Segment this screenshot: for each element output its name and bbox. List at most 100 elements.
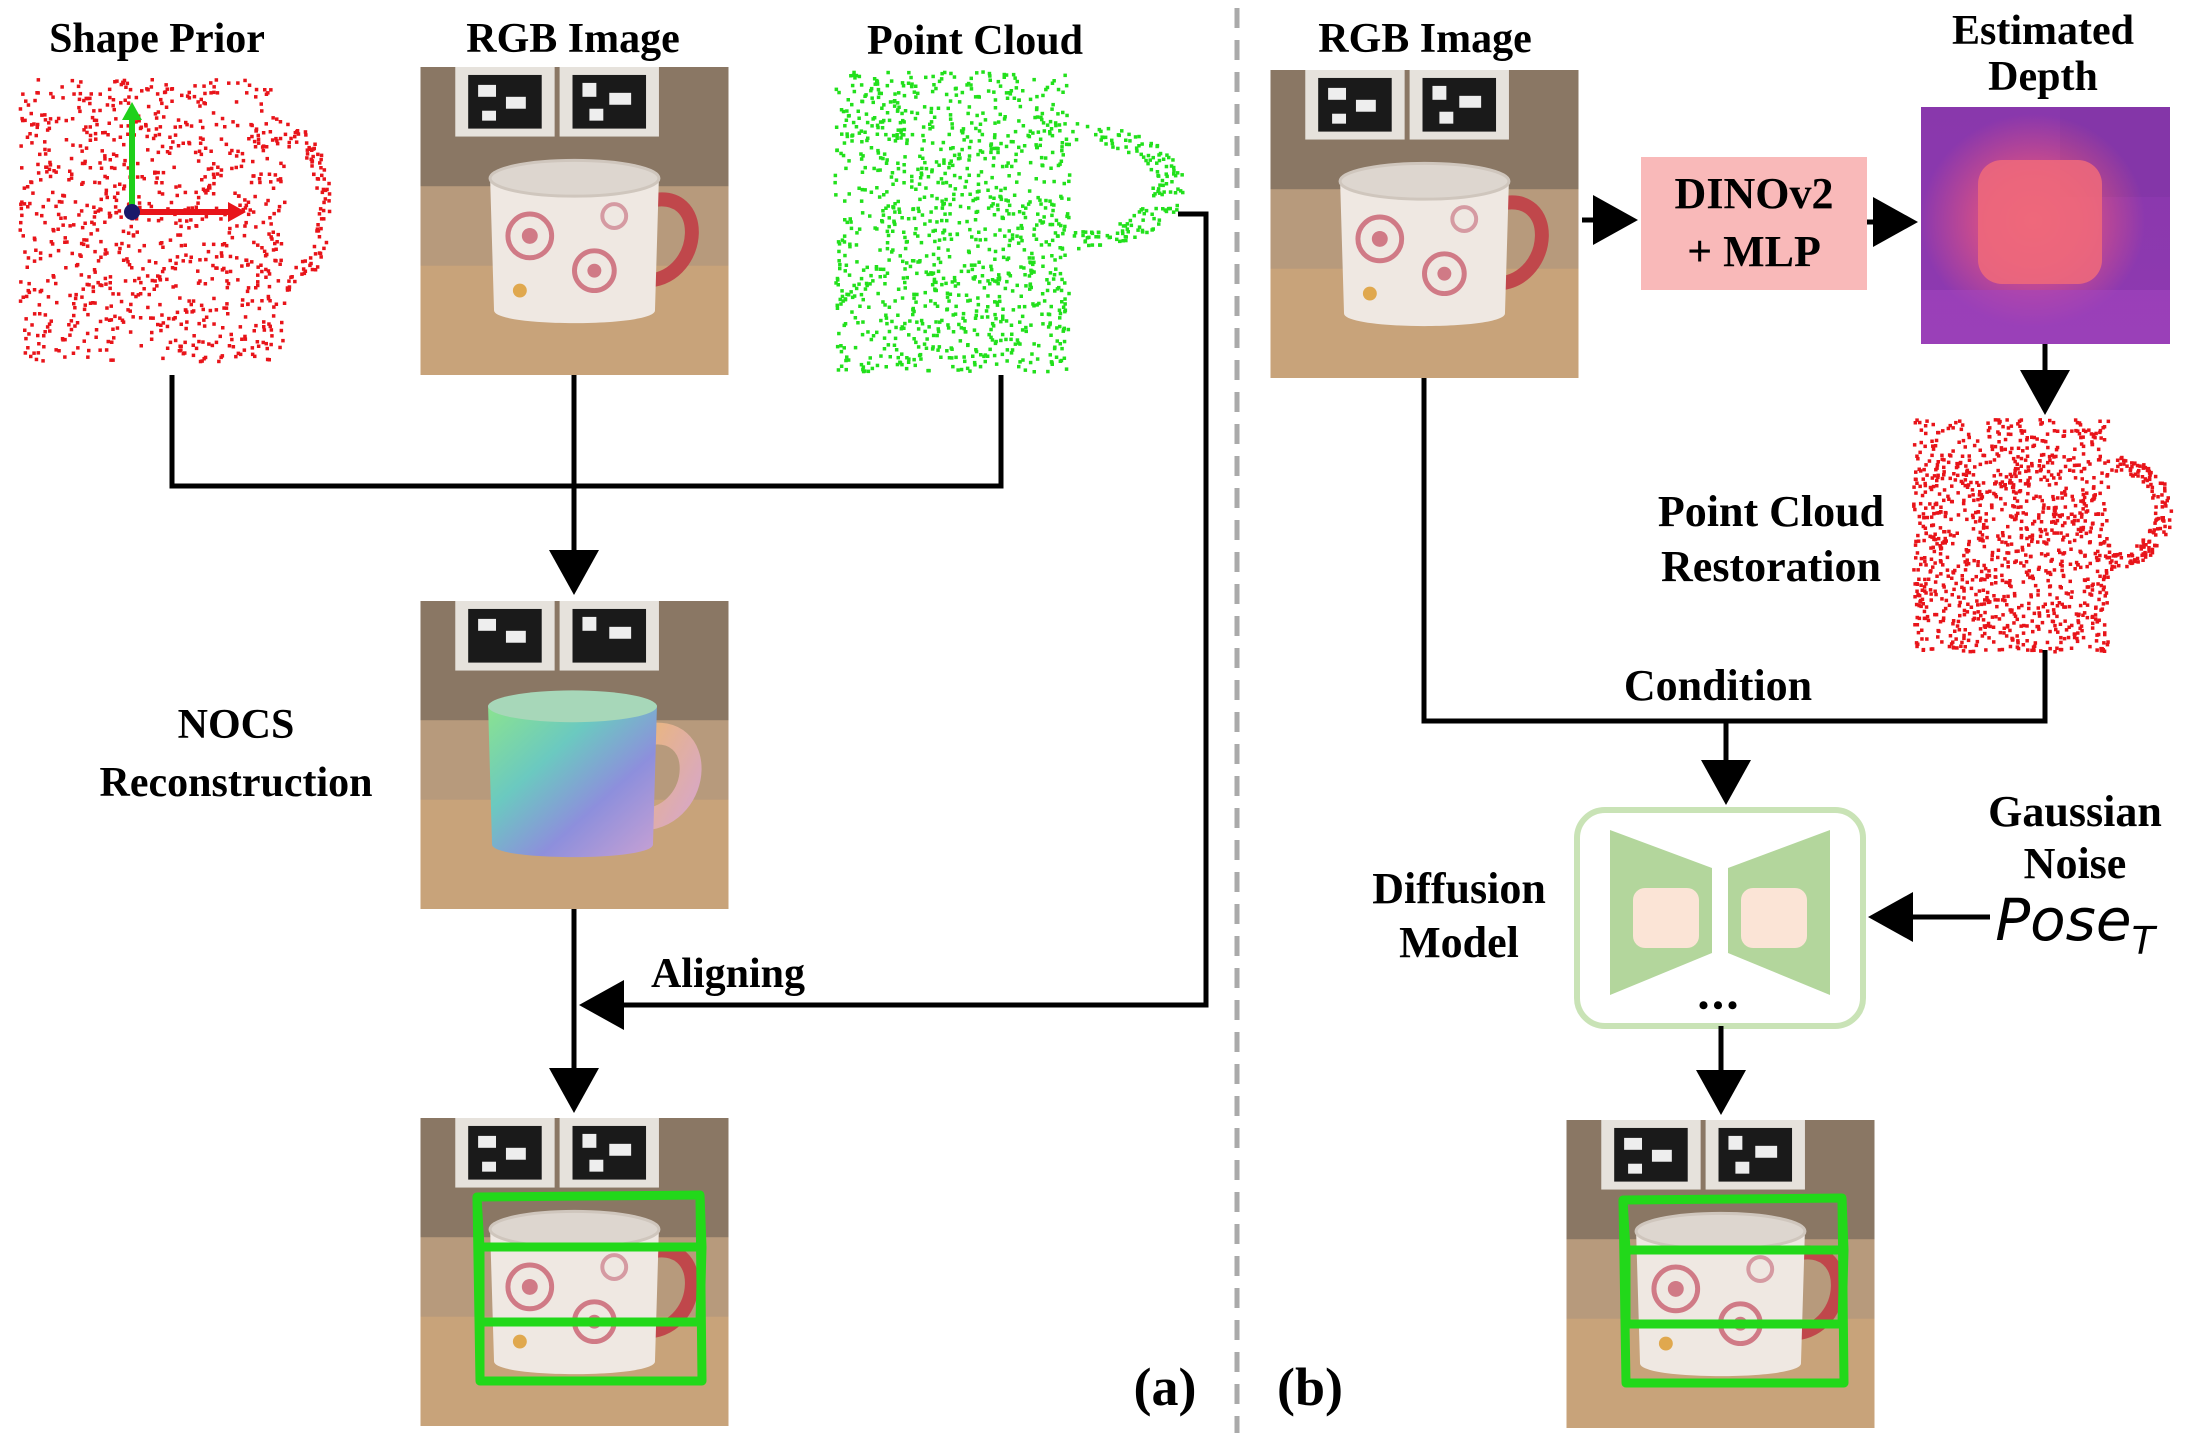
cloud-point [2045, 432, 2050, 436]
cloud-point [2106, 419, 2111, 424]
cloud-point [920, 147, 924, 151]
cloud-point [953, 279, 957, 283]
cloud-point [159, 323, 163, 327]
cloud-point [2019, 464, 2023, 468]
cloud-point [934, 86, 938, 91]
cloud-point [983, 353, 988, 357]
cloud-point [2052, 509, 2057, 513]
cloud-point [267, 322, 271, 326]
cloud-point [991, 324, 996, 328]
cloud-point [1999, 448, 2004, 452]
cloud-point [863, 188, 867, 192]
cloud-point [1965, 610, 1970, 614]
cloud-point [85, 244, 90, 248]
cloud-point [2002, 594, 2006, 599]
cloud-point [2085, 564, 2089, 569]
cloud-point [317, 212, 322, 216]
cloud-point [2030, 463, 2034, 468]
cloud-point [885, 321, 889, 326]
cloud-point [896, 128, 900, 132]
cloud-point [2013, 459, 2017, 464]
cloud-point [136, 293, 141, 297]
cloud-point [2125, 464, 2129, 468]
cloud-point [197, 339, 201, 344]
cloud-point [199, 152, 204, 157]
cloud-point [1017, 172, 1021, 176]
cloud-point [1924, 506, 1928, 510]
cloud-point [2122, 462, 2126, 466]
cloud-point [893, 202, 897, 206]
cloud-point [2069, 547, 2073, 551]
cloud-point [2141, 466, 2146, 470]
cloud-point [2037, 565, 2041, 570]
cloud-point [2075, 532, 2079, 536]
cloud-point [843, 269, 847, 273]
cloud-point [2011, 490, 2016, 494]
bounding-box-icon-b [1618, 1193, 1849, 1388]
cloud-point [905, 275, 909, 280]
cloud-point [990, 175, 994, 180]
cloud-point [1058, 324, 1062, 329]
cloud-point [938, 320, 942, 324]
cloud-point [2056, 496, 2060, 500]
cloud-point [1993, 568, 1998, 572]
cloud-point [271, 230, 275, 234]
cloud-point [977, 139, 982, 143]
cloud-point [1054, 218, 1059, 223]
cloud-point [2050, 528, 2054, 532]
cloud-point [893, 222, 897, 227]
cloud-point [949, 346, 953, 350]
cloud-point [912, 216, 917, 221]
cloud-point [103, 220, 107, 224]
cloud-point [1047, 312, 1052, 317]
cloud-point [964, 293, 969, 297]
cloud-point [1005, 96, 1010, 100]
cloud-point [137, 119, 141, 123]
cloud-point [1001, 247, 1005, 252]
cloud-point [167, 316, 171, 321]
cloud-point [906, 360, 911, 364]
cloud-point [2118, 462, 2122, 466]
cloud-point [1916, 592, 1920, 597]
cloud-point [254, 286, 258, 290]
cloud-point [2049, 473, 2054, 477]
cloud-point [2024, 560, 2029, 564]
cloud-point [967, 173, 971, 177]
cloud-point [839, 108, 844, 112]
cloud-point [1919, 604, 1923, 609]
cloud-point [185, 310, 189, 314]
cloud-point [1026, 202, 1031, 206]
cloud-point [1003, 286, 1008, 291]
cloud-point [1916, 630, 1921, 635]
cloud-point [227, 231, 232, 235]
cloud-point [1963, 445, 1967, 449]
cloud-point [313, 252, 318, 256]
cloud-point [201, 307, 205, 312]
cloud-point [916, 91, 920, 96]
cloud-point [1009, 323, 1014, 327]
cloud-point [942, 161, 946, 165]
cloud-point [1916, 642, 1920, 646]
cloud-point [1081, 230, 1085, 234]
cloud-point [111, 327, 115, 331]
cloud-point [1937, 492, 1942, 496]
cloud-point [2080, 512, 2084, 517]
cloud-point [2135, 463, 2140, 468]
cloud-point [2088, 644, 2092, 649]
cloud-point [1004, 73, 1009, 77]
cloud-point [936, 327, 940, 331]
cloud-point [248, 208, 252, 212]
cloud-point [2085, 491, 2089, 495]
cloud-point [967, 206, 971, 210]
cloud-point [2141, 558, 2145, 562]
cloud-point [1111, 145, 1115, 149]
cloud-point [220, 116, 225, 121]
cloud-point [1175, 171, 1180, 175]
cloud-point [955, 232, 960, 237]
cloud-point [960, 193, 964, 197]
cloud-point [1923, 556, 1927, 560]
cloud-point [183, 190, 188, 195]
cloud-point [839, 344, 843, 348]
cloud-point [846, 358, 851, 362]
cloud-point [1120, 229, 1125, 233]
